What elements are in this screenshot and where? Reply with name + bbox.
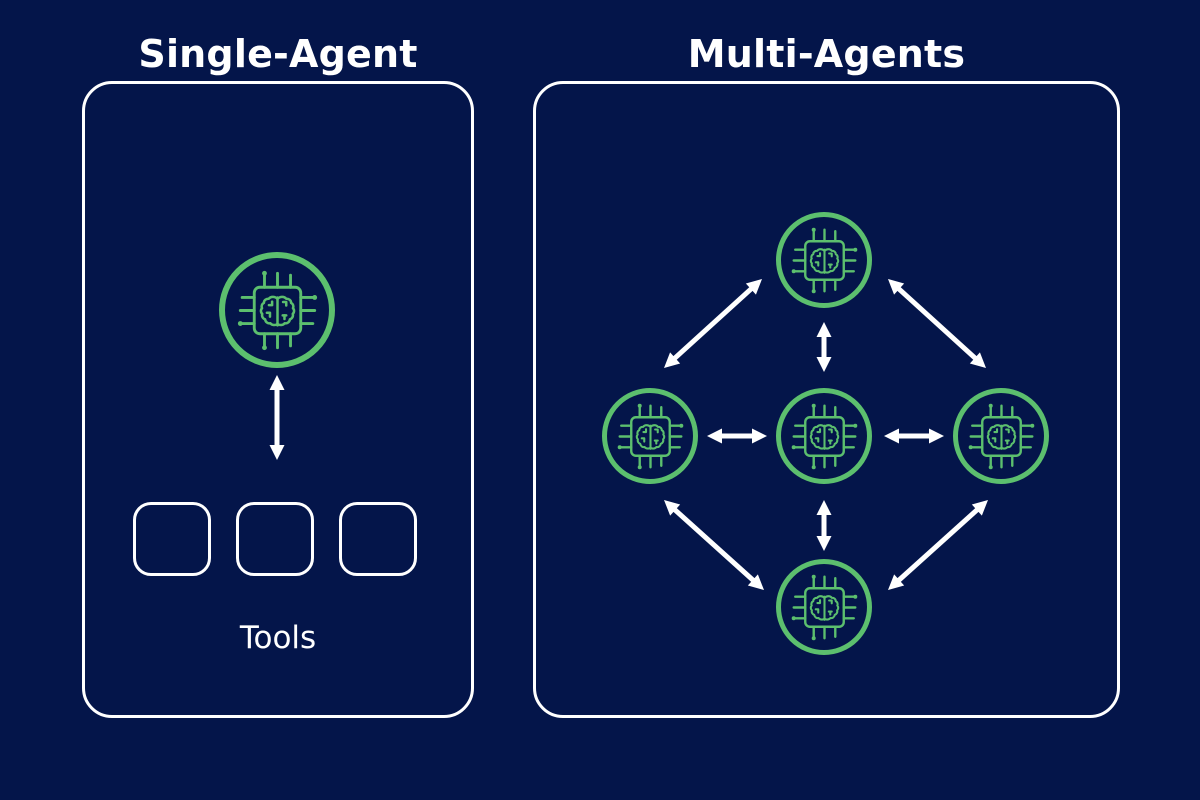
brain-chip-icon	[617, 403, 683, 469]
tool-box-2[interactable]	[236, 502, 314, 576]
tool-box-3[interactable]	[339, 502, 417, 576]
agent-center[interactable]	[776, 388, 872, 484]
brain-chip-icon	[791, 403, 857, 469]
brain-chip-icon	[237, 270, 317, 350]
tool-box-1[interactable]	[133, 502, 211, 576]
brain-chip-icon	[791, 227, 857, 293]
tools-label: Tools	[239, 620, 317, 656]
agent-top[interactable]	[776, 212, 872, 308]
agent-bottom[interactable]	[776, 559, 872, 655]
brain-chip-icon	[968, 403, 1034, 469]
agent-left[interactable]	[602, 388, 698, 484]
panel-multi-agents	[533, 81, 1120, 718]
brain-chip-icon	[791, 574, 857, 640]
panel-multi-agents-title: Multi-Agents	[687, 32, 966, 76]
panel-single-agent-title: Single-Agent	[138, 32, 418, 76]
panel-single-agent	[82, 81, 474, 718]
agent-right[interactable]	[953, 388, 1049, 484]
agent-main[interactable]	[219, 252, 335, 368]
